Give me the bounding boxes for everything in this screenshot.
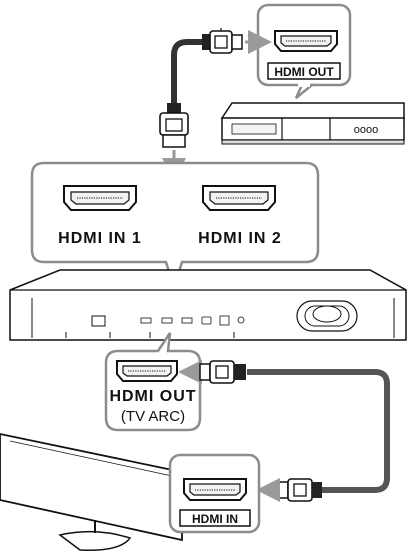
hdmi-in2-port-icon (202, 185, 276, 211)
tv-hdmi-in-label: HDMI IN (192, 512, 238, 526)
soundbar (9, 269, 407, 341)
player-port-callout (256, 3, 352, 99)
hdmi-plug-icon (202, 28, 243, 54)
source-player: oooo (220, 102, 405, 145)
hdmi-plug-icon (277, 478, 322, 502)
tv-port-callout (168, 453, 261, 534)
hdmi-cable-top (171, 28, 272, 108)
hdmi-out-port-icon (116, 360, 178, 382)
hdmi-in-tv-port-icon (183, 478, 247, 501)
hdmi-plug-icon (199, 360, 246, 384)
television (0, 433, 183, 551)
soundbar-hdmi-in2-label: HDMI IN 2 (198, 230, 282, 247)
soundbar-hdmi-out-label: HDMI OUT (109, 388, 196, 405)
hdmi-in1-port-icon (63, 185, 137, 211)
soundbar-tv-arc-label: (TV ARC) (121, 408, 185, 425)
hdmi-port-icon (274, 30, 338, 52)
hdmi-cable-bottom (178, 360, 390, 502)
player-hdmi-out-label: HDMI OUT (274, 65, 334, 79)
soundbar-out-callout (104, 332, 202, 432)
player-buttons: oooo (354, 124, 378, 136)
soundbar-hdmi-in1-label: HDMI IN 1 (58, 230, 142, 247)
